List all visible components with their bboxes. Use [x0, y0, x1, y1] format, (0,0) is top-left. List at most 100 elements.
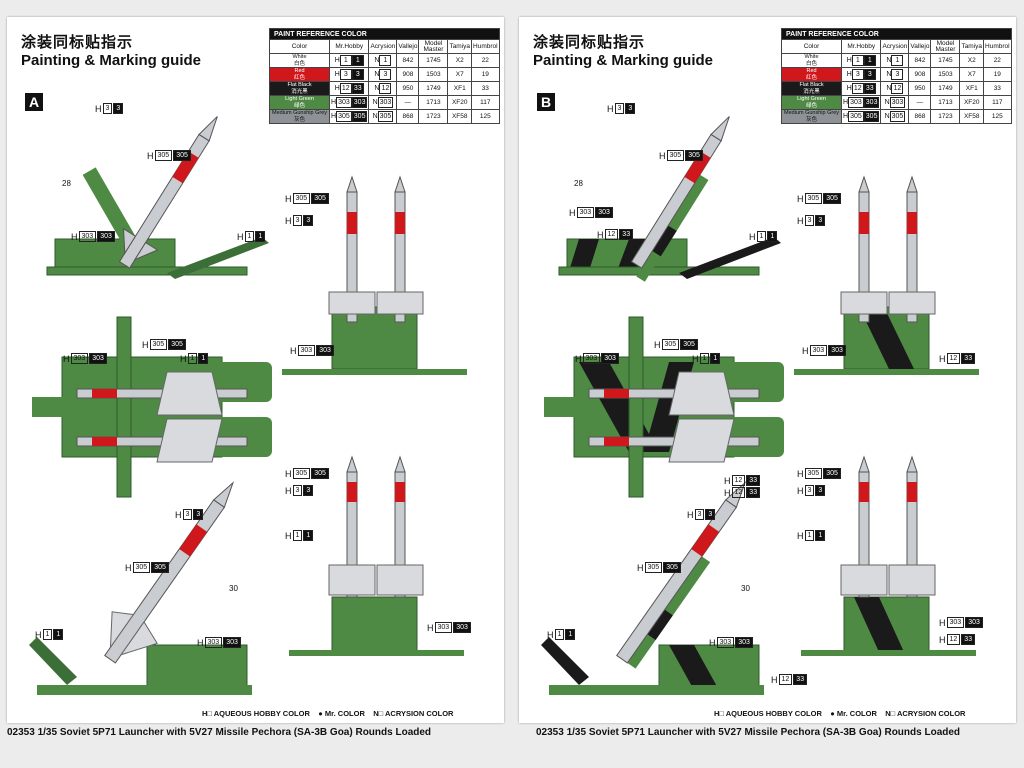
base-rail: [282, 369, 467, 375]
front-plate: [32, 397, 67, 417]
missile-lower-band: [604, 437, 629, 446]
missile-left-band: [859, 212, 869, 234]
scheme-letter: B: [537, 93, 555, 111]
illustrations-b: [541, 116, 979, 695]
sheet-a: 涂装同标贴指示 Painting & Marking guide A PAINT…: [7, 17, 504, 723]
humbrol-cell: 33: [471, 81, 500, 96]
title-chinese: 涂装同标贴指示: [533, 33, 646, 51]
launcher-side-view-bottom: [541, 481, 764, 695]
fins-lower: [156, 418, 223, 463]
humbrol-cell: 33: [983, 81, 1012, 96]
vallejo-cell: 908: [396, 67, 420, 82]
missile-band: [691, 524, 720, 557]
paint-reference-table: PAINT REFERENCE COLOR Color Mr.Hobby Acr…: [268, 28, 500, 124]
camo-stripe: [569, 239, 599, 271]
nose-left: [858, 455, 870, 473]
illustrations-a: [29, 116, 467, 695]
paint-reference-table: PAINT REFERENCE COLOR Color Mr.Hobby Acr…: [780, 28, 1012, 124]
chassis: [146, 644, 248, 691]
missile-right-band: [907, 482, 917, 502]
paint-legend: H□ AQUEOUS HOBBY COLOR ● Mr. COLOR N□ AC…: [714, 709, 966, 718]
part-number: 30: [741, 584, 750, 593]
humbrol-cell: 22: [471, 53, 500, 68]
mast: [628, 316, 644, 498]
base-rail: [794, 369, 979, 375]
fin: [122, 227, 137, 255]
vallejo-cell: 842: [908, 53, 932, 68]
footer-title-b: 02353 1/35 Soviet 5P71 Launcher with 5V2…: [536, 727, 961, 738]
fins: [109, 611, 135, 649]
chassis-base: [46, 266, 248, 276]
nose-right: [906, 455, 918, 473]
missile-right-band: [395, 482, 405, 502]
launcher-side-view-bottom: [29, 481, 252, 695]
missile-left-band: [859, 482, 869, 502]
chassis-base: [37, 685, 252, 695]
chassis-base: [558, 266, 760, 276]
outrigger: [679, 237, 781, 279]
fin: [133, 241, 159, 261]
missile-right-band: [395, 212, 405, 234]
outrigger: [167, 237, 269, 279]
missile-band: [172, 151, 199, 184]
nose-right: [906, 175, 918, 193]
fins-left: [840, 564, 888, 596]
fins: [119, 621, 158, 656]
base-rail: [801, 650, 976, 656]
launcher-front-view-top: [794, 175, 979, 375]
vallejo-cell: —: [396, 95, 420, 110]
launcher-front-view-top: [282, 175, 467, 375]
rail: [636, 174, 709, 282]
missile-nose: [198, 116, 218, 142]
missile-band: [684, 151, 711, 184]
launcher-side-view-top: [46, 116, 269, 279]
base: [331, 596, 418, 653]
humbrol-cell: 125: [983, 109, 1012, 124]
title-chinese: 涂装同标贴指示: [21, 33, 134, 51]
chassis: [54, 238, 176, 272]
part-number: 28: [62, 179, 71, 188]
part-number: 30: [229, 584, 238, 593]
footer-title-a: 02353 1/35 Soviet 5P71 Launcher with 5V2…: [7, 727, 432, 738]
table-header-row: Color Mr.Hobby Acrysion Vallejo Model Ma…: [268, 39, 500, 54]
rail-camo: [647, 609, 673, 640]
model-master-cell: 1503: [930, 67, 961, 82]
title-english: Painting & Marking guide: [533, 52, 714, 69]
outrigger: [541, 637, 589, 685]
missile-nose: [724, 481, 747, 509]
launcher-side-view-top: [558, 116, 781, 282]
fins-right: [888, 291, 936, 315]
fins-left: [840, 291, 888, 315]
missile-right-band: [907, 212, 917, 234]
